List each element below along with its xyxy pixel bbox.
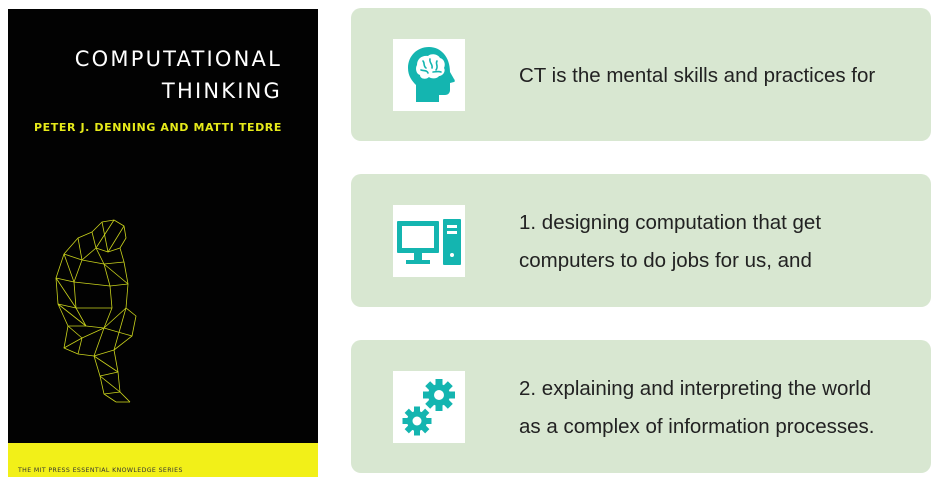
book-cover: COMPUTATIONAL THINKING PETER J. DENNING … [8, 9, 318, 477]
card-explaining-world: 2. explaining and interpreting the world… [351, 340, 931, 473]
desktop-computer-icon [397, 219, 461, 265]
card-ct-definition: CT is the mental skills and practices fo… [351, 8, 931, 141]
card-text-line: 2. explaining and interpreting the world [519, 377, 872, 400]
card-text-line: 1. designing computation that get [519, 211, 822, 234]
gears-icon [402, 379, 455, 436]
card-text: 1. designing computation that get comput… [519, 204, 821, 280]
card-designing-computation: 1. designing computation that get comput… [351, 174, 931, 307]
card-text-line: computers to do jobs for us, and [519, 249, 812, 272]
icon-frame [393, 205, 465, 277]
card-text: 2. explaining and interpreting the world… [519, 370, 875, 446]
book-title: COMPUTATIONAL THINKING [75, 43, 282, 107]
book-title-line1: COMPUTATIONAL [74, 47, 282, 71]
series-banner: THE MIT PRESS ESSENTIAL KNOWLEDGE SERIES [8, 443, 318, 477]
card-text-line: CT is the mental skills and practices fo… [519, 64, 876, 87]
card-text-line: as a complex of information processes. [519, 415, 875, 438]
book-title-line2: THINKING [161, 79, 282, 103]
icon-frame [393, 39, 465, 111]
card-text: CT is the mental skills and practices fo… [519, 57, 875, 95]
brain-head-icon [408, 47, 455, 102]
book-authors: PETER J. DENNING AND MATTI TEDRE [33, 121, 282, 134]
icon-frame [393, 371, 465, 443]
thinker-wireframe-figure [55, 219, 137, 403]
series-name: THE MIT PRESS ESSENTIAL KNOWLEDGE SERIES [18, 467, 183, 474]
